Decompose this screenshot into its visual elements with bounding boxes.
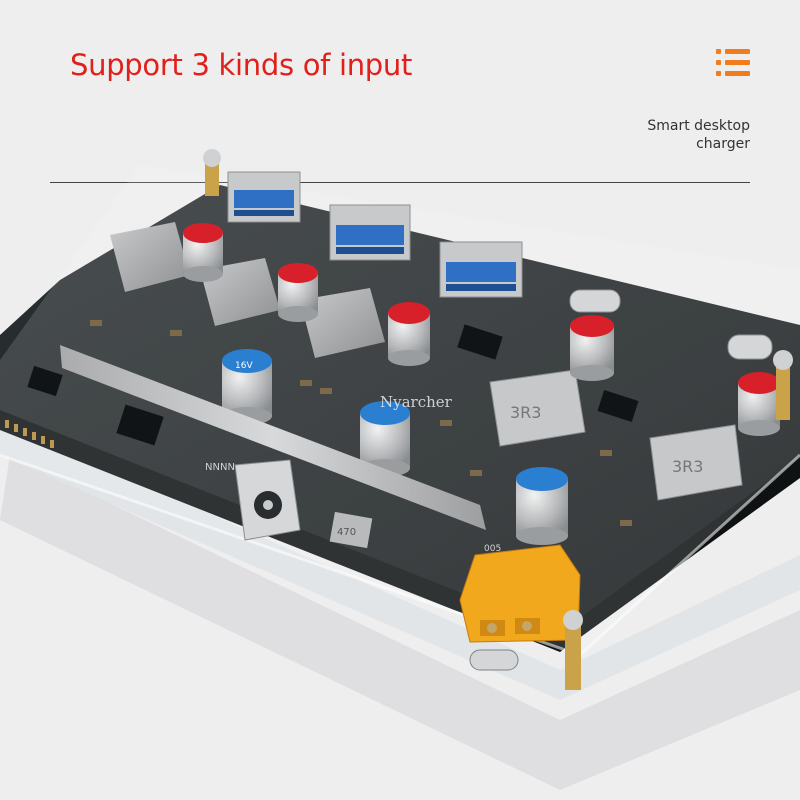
headline: Support 3 kinds of input [70, 48, 413, 82]
silk-label-nnnn: NNNN [205, 462, 235, 473]
list-menu-icon[interactable] [716, 48, 750, 78]
subtitle-line-2: charger [696, 136, 750, 152]
capacitors-blue [222, 349, 568, 545]
dc-barrel-jack [234, 459, 301, 541]
header-divider [50, 182, 750, 183]
subtitle-line-1: Smart desktop [647, 118, 750, 134]
capacitor-label: 16V [235, 361, 253, 371]
subtitle: Smart desktop charger [550, 117, 750, 153]
inductors [110, 222, 743, 501]
standoffs [203, 149, 793, 690]
inductor-label-1: 3R3 [510, 403, 541, 422]
watermark: Nyarcher [380, 393, 453, 411]
product-photo: 3R3 3R3 16V [0, 149, 800, 790]
inductor-label-2: 3R3 [672, 457, 703, 476]
silk-label-005: 005 [484, 544, 501, 554]
usb-ports [227, 171, 523, 298]
xt60-connector [459, 544, 581, 643]
inductor-label-470: 470 [337, 527, 356, 538]
capacitors-red [183, 223, 780, 436]
